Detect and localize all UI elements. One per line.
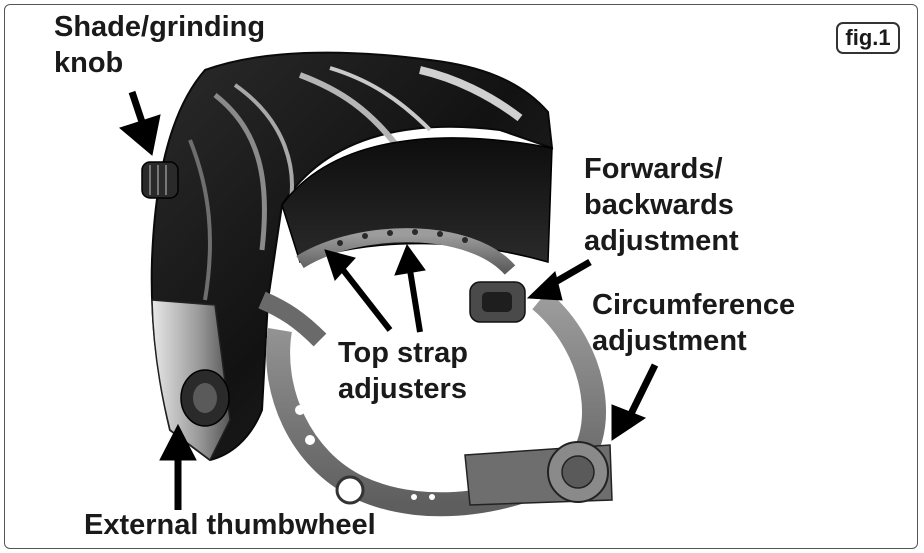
helmet-interior: [281, 137, 553, 263]
top-strap-adjusters-label-line1: Top strap: [338, 337, 468, 369]
top-strap-adjusters-label-line2: adjusters: [338, 373, 467, 405]
shell-graphic: [419, 66, 523, 122]
external-thumbwheel-knob: [180, 369, 230, 427]
circumference-label-line2: adjustment: [592, 325, 747, 357]
shell-graphic: [298, 72, 403, 152]
shell-graphic: [213, 93, 267, 251]
arrow-top-strap-right: [394, 243, 426, 333]
figure-number-badge: fig.1: [836, 22, 900, 54]
arrow-circumference: [611, 363, 659, 441]
forwards-backwards-label-line1: Forwards/: [584, 153, 723, 185]
helmet-shell: [150, 51, 554, 462]
arrow-shade-knob: [118, 90, 161, 156]
headgear-side-link: [258, 291, 327, 347]
shade-knob: [141, 161, 179, 199]
circumference-adjuster-knob: [464, 441, 613, 506]
circumference-label-line1: Circumference: [592, 289, 796, 321]
arrow-top-strap-left: [324, 249, 393, 332]
arrow-external-thumbwheel: [159, 423, 197, 510]
shade-grinding-knob-label-line2: knob: [54, 47, 124, 79]
shell-graphic: [329, 66, 432, 132]
external-thumbwheel-label: External thumbwheel: [84, 509, 376, 541]
forwards-backwards-adjuster: [469, 281, 526, 323]
shade-grinding-knob-label-line1: Shade/grinding: [54, 11, 266, 43]
headgear-slots: [295, 405, 435, 505]
top-strap-holes: [337, 229, 468, 246]
forwards-backwards-label-line2: backwards: [584, 189, 734, 221]
arrow-forwards-backwards: [526, 258, 592, 301]
forwards-backwards-label-line3: adjustment: [584, 225, 739, 257]
shell-graphic: [188, 139, 212, 301]
